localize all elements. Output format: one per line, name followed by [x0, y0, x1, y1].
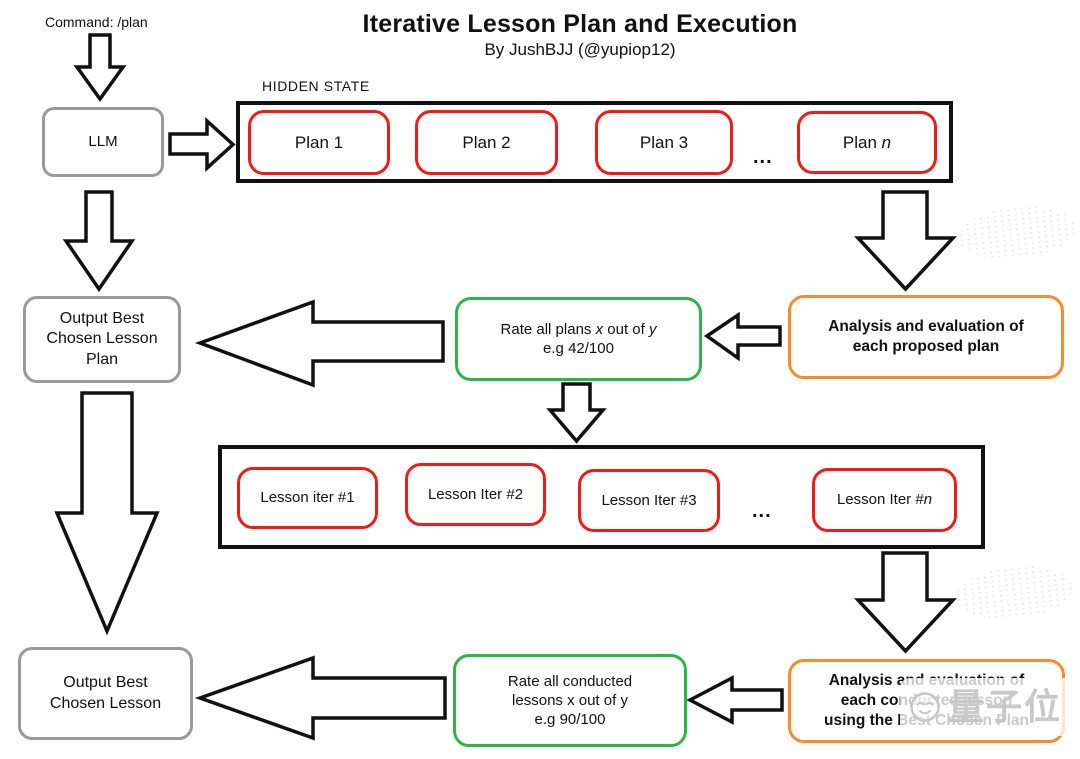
analysis-plans-box: Analysis and evaluation of each proposed…: [788, 295, 1064, 379]
plan-n-label: Plan n: [842, 132, 892, 152]
lesson-iter-n-label: Lesson Iter #n: [836, 491, 933, 509]
lesson-iter-1-box: Lesson iter #1: [237, 467, 378, 529]
rate-plans-line1: Rate all plans x out of y: [500, 320, 657, 338]
plan-3-box: Plan 3: [595, 110, 733, 175]
lesson-iter-1-label: Lesson iter #1: [260, 489, 355, 507]
lesson-iter-3-label: Lesson Iter #3: [601, 491, 697, 509]
output-plan-box: Output Best Chosen Lesson Plan: [23, 296, 181, 383]
plan-1-box: Plan 1: [248, 110, 390, 175]
plan-2-label: Plan 2: [462, 132, 511, 152]
arrow-analysis-to-rate-plans-icon: [703, 311, 782, 362]
rate-lessons-line3: e.g 90/100: [534, 711, 606, 729]
rate-lessons-line1: Rate all conducted: [507, 672, 633, 690]
lesson-iter-n-box: Lesson Iter #n: [812, 468, 957, 532]
output-lesson-line1: Output Best: [63, 674, 148, 692]
arrow-output-plan-to-output-lesson-icon: [54, 391, 160, 636]
plan-3-label: Plan 3: [639, 132, 689, 152]
hidden-state-label: HIDDEN STATE: [262, 78, 370, 94]
output-lesson-line2: Chosen Lesson: [49, 694, 162, 712]
rate-plans-box: Rate all plans x out of y e.g 42/100: [455, 297, 702, 381]
plans-ellipsis: ...: [753, 146, 773, 168]
qbitai-smiley-logo-icon: [910, 692, 940, 722]
command-label: Command: /plan: [45, 14, 148, 30]
arrow-rate-to-output-plan-icon: [194, 299, 445, 388]
diagram-subtitle: By JushBJJ (@yupiop12): [484, 40, 676, 59]
analysis-plans-line1: Analysis and evaluation of: [828, 318, 1024, 336]
llm-box: LLM: [42, 107, 164, 177]
arrow-llm-to-hidden-state-icon: [168, 117, 236, 172]
rate-lessons-line2: lessons x out of y: [512, 691, 628, 709]
plan-n-box: Plan n: [797, 111, 937, 174]
lesson-iter-2-box: Lesson Iter #2: [405, 463, 546, 526]
lessons-ellipsis: ...: [752, 500, 772, 522]
arrow-plans-to-analysis-icon: [853, 190, 958, 292]
llm-label: LLM: [88, 133, 118, 151]
plan-2-box: Plan 2: [415, 110, 558, 175]
plan-1-label: Plan 1: [294, 132, 344, 152]
arrow-analysis-to-rate-lessons-icon: [686, 675, 784, 725]
analysis-plans-line2: each proposed plan: [852, 338, 1000, 355]
qbitai-watermark: 量子位: [900, 678, 1078, 736]
output-plan-line1: Output Best: [59, 309, 145, 327]
rate-lessons-box: Rate all conducted lessons x out of y e.…: [453, 654, 687, 747]
output-lesson-box: Output Best Chosen Lesson: [18, 647, 193, 740]
output-plan-line3: Plan: [85, 350, 119, 368]
qbitai-watermark-text: 量子位: [948, 686, 1063, 727]
arrow-command-to-llm-icon: [73, 33, 127, 102]
lesson-iter-3-box: Lesson Iter #3: [578, 469, 720, 532]
faint-watermark-smudge-bottom: [952, 560, 1076, 626]
lesson-iter-2-label: Lesson Iter #2: [427, 485, 524, 503]
arrow-llm-to-output-plan-icon: [62, 190, 136, 293]
faint-watermark-smudge-top: [955, 200, 1079, 266]
arrow-rate-plans-to-lessons-icon: [546, 382, 607, 444]
output-plan-line2: Chosen Lesson: [46, 330, 158, 348]
rate-plans-line2: e.g 42/100: [543, 340, 614, 357]
arrow-lessons-to-analysis-icon: [853, 551, 958, 654]
diagram-title: Iterative Lesson Plan and Execution: [362, 10, 798, 38]
arrow-rate-to-output-lesson-icon: [194, 655, 447, 741]
